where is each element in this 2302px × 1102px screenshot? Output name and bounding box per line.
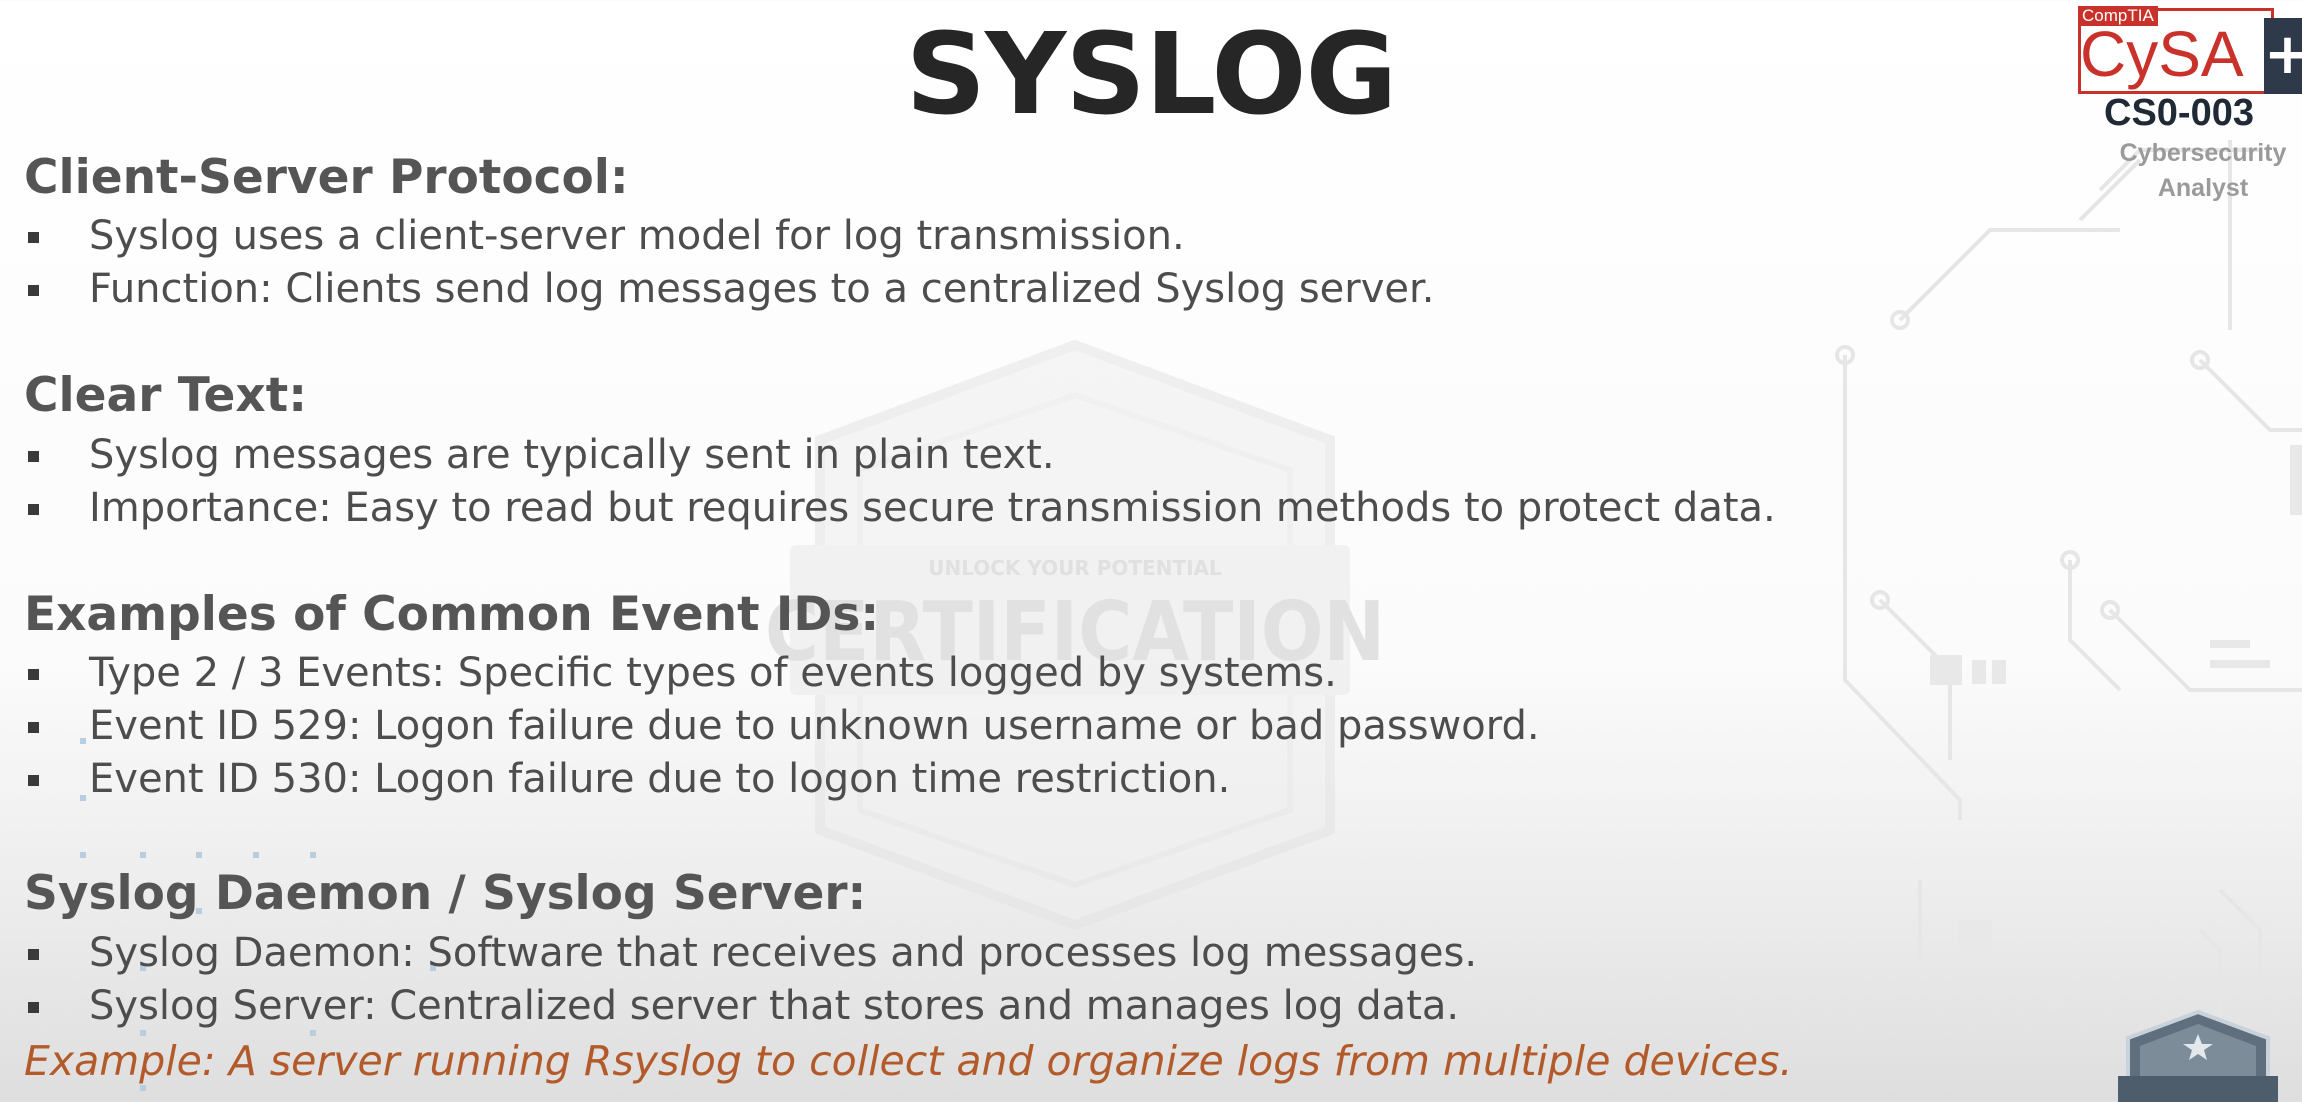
bullet-text: Syslog uses a client-server model for lo… xyxy=(89,213,1185,260)
square-bullet-icon xyxy=(28,722,39,734)
bullet-item: Event ID 529: Logon failure due to unkno… xyxy=(24,700,1974,753)
section-client-server: Client-Server Protocol: Syslog uses a cl… xyxy=(24,150,1974,316)
cysa-certification-badge: CompTIA CySA + CS0-003 Cybersecurity Ana… xyxy=(2074,6,2302,206)
bullet-text: Syslog Server: Centralized server that s… xyxy=(89,982,1460,1029)
bullet-item: Syslog uses a client-server model for lo… xyxy=(24,210,1974,263)
badge-role: Cybersecurity Analyst xyxy=(2114,136,2292,206)
bullet-text: Importance: Easy to read but requires se… xyxy=(89,484,1776,531)
badge-product-label: CySA xyxy=(2080,18,2244,90)
bullet-text: Syslog messages are typically sent in pl… xyxy=(89,431,1055,478)
bullet-text: Type 2 / 3 Events: Specific types of eve… xyxy=(89,650,1337,697)
section-heading: Clear Text: xyxy=(24,368,308,424)
bullet-text: Syslog Daemon: Software that receives an… xyxy=(89,929,1478,976)
bullet-list: Syslog messages are typically sent in pl… xyxy=(24,429,1974,535)
square-bullet-icon xyxy=(28,232,39,244)
square-bullet-icon xyxy=(28,450,39,462)
bullet-list: Syslog uses a client-server model for lo… xyxy=(24,210,1974,316)
bullet-list: Syslog Daemon: Software that receives an… xyxy=(24,927,1974,1033)
section-heading: Client-Server Protocol: xyxy=(24,150,629,205)
bullet-item: Syslog Server: Centralized server that s… xyxy=(24,980,1974,1033)
badge-exam-code: CS0-003 xyxy=(2104,92,2254,134)
section-heading: Examples of Common Event IDs: xyxy=(24,586,880,642)
section-event-ids: Examples of Common Event IDs: Type 2 / 3… xyxy=(24,587,1974,806)
section-syslog-daemon: Syslog Daemon / Syslog Server: Syslog Da… xyxy=(24,866,1974,1086)
bullet-item: Type 2 / 3 Events: Specific types of eve… xyxy=(24,647,1974,700)
badge-role-line2: Analyst xyxy=(2157,174,2249,202)
badge-vendor-label: CompTIA xyxy=(2078,6,2158,26)
certification-shield-logo xyxy=(2118,1010,2278,1102)
bullet-item: Syslog Daemon: Software that receives an… xyxy=(24,927,1974,980)
bullet-list: Type 2 / 3 Events: Specific types of eve… xyxy=(24,647,1974,806)
bullet-item: Importance: Easy to read but requires se… xyxy=(24,482,1974,535)
example-note: Example: A server running Rsyslog to col… xyxy=(24,1036,1793,1085)
slide-title: SYSLOG xyxy=(905,10,1398,140)
badge-plus-icon: + xyxy=(2264,18,2302,94)
bullet-text: Function: Clients send log messages to a… xyxy=(89,266,1435,313)
section-clear-text: Clear Text: Syslog messages are typicall… xyxy=(24,368,1974,534)
square-bullet-icon xyxy=(28,1001,39,1013)
square-bullet-icon xyxy=(28,948,39,960)
square-bullet-icon xyxy=(28,669,39,681)
square-bullet-icon xyxy=(28,775,39,787)
square-bullet-icon xyxy=(28,503,39,515)
bullet-text: Event ID 529: Logon failure due to unkno… xyxy=(89,703,1540,750)
bullet-item: Function: Clients send log messages to a… xyxy=(24,263,1974,316)
square-bullet-icon xyxy=(28,285,39,297)
badge-role-line1: Cybersecurity xyxy=(2119,139,2287,167)
bullet-text: Event ID 530: Logon failure due to logon… xyxy=(89,756,1231,803)
section-heading: Syslog Daemon / Syslog Server: xyxy=(24,866,867,922)
bullet-item: Event ID 530: Logon failure due to logon… xyxy=(24,753,1974,806)
slide-content: Client-Server Protocol: Syslog uses a cl… xyxy=(24,150,1974,1086)
bullet-item: Syslog messages are typically sent in pl… xyxy=(24,429,1974,482)
